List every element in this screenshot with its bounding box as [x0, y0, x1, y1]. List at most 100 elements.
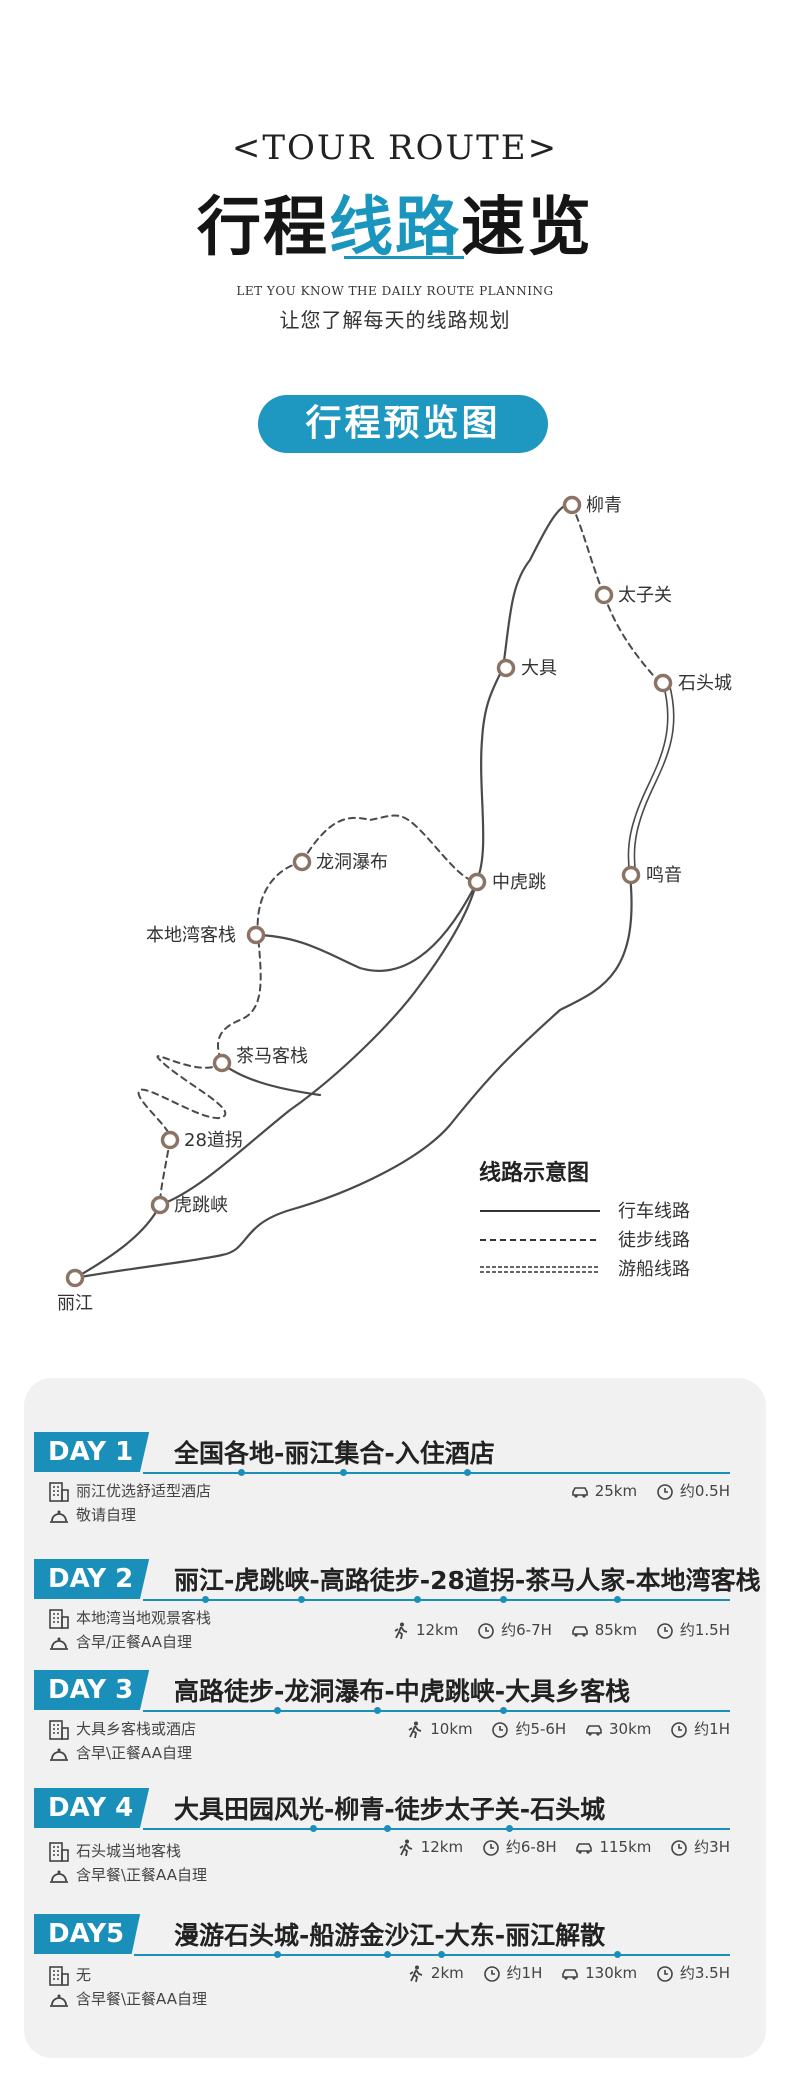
- hotel-text: 本地湾当地观景客栈: [76, 1609, 212, 1627]
- title-dot: [340, 1469, 347, 1476]
- day-underline: [134, 1954, 730, 1956]
- meal-cloche-icon: [50, 1510, 68, 1523]
- drive-stat: 130km: [561, 1964, 637, 1983]
- node-dajv: [496, 658, 516, 678]
- route-map: 柳青 太子关 大具 石头城 龙洞瀑布 中虎跳 鸣音 本地湾客栈 茶马客栈 28道…: [57, 495, 732, 1314]
- hike-km: 12km: [415, 1621, 459, 1639]
- hike-stat: 10km: [406, 1720, 473, 1739]
- label-chama: 茶马客栈: [236, 1046, 308, 1067]
- meal-text: 含早餐\正餐AA自理: [76, 1866, 207, 1884]
- time-stat: 约1H: [670, 1718, 730, 1739]
- hike-time: 约5-6H: [515, 1720, 567, 1738]
- hotel-text: 丽江优选舒适型酒店: [76, 1482, 212, 1500]
- meal-cloche-icon: [50, 1870, 68, 1883]
- stats-row: 12km 约6-7H 85km 约1.5H: [378, 1619, 730, 1640]
- subtitle-en: LET YOU KNOW THE DAILY ROUTE PLANNING: [236, 284, 554, 298]
- hike-km: 12km: [420, 1838, 464, 1856]
- car-icon: [571, 1625, 588, 1637]
- boat-route-a: [627, 682, 669, 876]
- car-icon: [571, 1486, 588, 1498]
- drive-km: 25km: [594, 1482, 638, 1500]
- day-badge: DAY5: [34, 1914, 141, 1954]
- title-dot: [438, 1951, 445, 1958]
- hike-stat: 2km: [407, 1964, 464, 1983]
- hike-time-stat: 约5-6H: [491, 1718, 566, 1739]
- node-28: [160, 1130, 180, 1150]
- clock-icon: [478, 1622, 494, 1639]
- drive-stat: 30km: [585, 1720, 651, 1739]
- meal-cloche-icon: [50, 1748, 68, 1761]
- label-taiziguan: 太子关: [618, 585, 672, 606]
- label-hutiaoxia: 虎跳峡: [174, 1195, 228, 1216]
- clock-icon: [483, 1839, 499, 1856]
- title-dot: [506, 1825, 513, 1832]
- hike-stat: 12km: [392, 1621, 458, 1640]
- clock-icon: [492, 1721, 509, 1738]
- hotel-text: 无: [76, 1966, 92, 1984]
- time-stat: 约0.5H: [656, 1480, 730, 1501]
- title-dot: [384, 1951, 391, 1958]
- drive-km: 85km: [594, 1621, 638, 1639]
- clock-icon: [657, 1483, 673, 1500]
- day-badge: DAY 1: [34, 1432, 150, 1472]
- building-icon: [49, 1719, 69, 1740]
- car-icon: [562, 1968, 578, 1980]
- hike-time: 约1H: [506, 1964, 543, 1982]
- label-lijiang: 丽江: [57, 1293, 93, 1314]
- day-badge: DAY 2: [34, 1559, 150, 1599]
- title-dot: [464, 1469, 471, 1476]
- day-title: 全国各地-丽江集合-入住酒店: [174, 1439, 495, 1468]
- title-dot: [310, 1825, 317, 1832]
- drive-time: 约0.5H: [679, 1482, 730, 1500]
- title-underline: [344, 256, 464, 259]
- title-dot: [614, 1951, 621, 1958]
- building-icon: [49, 1965, 69, 1986]
- drive-stat: 115km: [575, 1838, 651, 1857]
- title-cn: 行程线路速览: [0, 176, 790, 268]
- subtitle-cn: 让您了解每天的线路规划: [279, 308, 511, 332]
- meal-row: 含早/正餐AA自理: [48, 1631, 192, 1653]
- day-2: DAY 2 丽江-虎跳峡-高路徒步-28道拐-茶马人家-本地湾客栈 本地湾当地观…: [34, 1559, 761, 1651]
- meal-text: 敬请自理: [76, 1506, 137, 1524]
- node-hutiaoxia: [150, 1195, 170, 1215]
- clock-icon: [483, 1965, 500, 1982]
- hike-time-stat: 约1H: [483, 1962, 543, 1983]
- title-cn-part-b: 线路: [329, 191, 461, 265]
- hike-time: 约6-8H: [505, 1838, 557, 1856]
- meal-row: 含早餐\正餐AA自理: [48, 1864, 207, 1886]
- day-4: DAY 4 大具田园风光-柳青-徒步太子关-石头城 石头城当地客栈 含早餐\正餐…: [34, 1788, 730, 1884]
- day-badge: DAY 3: [34, 1670, 150, 1710]
- hike-km: 10km: [430, 1720, 473, 1738]
- label-bendiwan: 本地湾客栈: [146, 925, 236, 946]
- legend-title: 线路示意图: [479, 1160, 589, 1186]
- drive-time: 约3.5H: [679, 1964, 730, 1982]
- hike-route-taiziguan: [603, 594, 661, 684]
- title-dot: [298, 1596, 305, 1603]
- drive-time: 约3H: [694, 1838, 730, 1856]
- clock-icon: [671, 1839, 687, 1856]
- boat-route-b: [633, 682, 675, 876]
- day-title: 漫游石头城-船游金沙江-大东-丽江解散: [174, 1921, 606, 1950]
- title-dot: [384, 1825, 391, 1832]
- hike-time-stat: 约6-8H: [482, 1836, 557, 1857]
- hike-route-hutiao: [159, 1139, 171, 1206]
- stats-row: 12km 约6-8H 115km 约3H: [383, 1836, 730, 1857]
- legend-hike-label: 徒步线路: [618, 1230, 690, 1251]
- node-bendiwan: [246, 925, 266, 945]
- hike-route-liuqing: [571, 504, 605, 596]
- meal-row: 敬请自理: [48, 1504, 136, 1526]
- car-icon: [586, 1724, 602, 1736]
- title-dot: [500, 1707, 507, 1714]
- hiker-icon: [409, 1965, 423, 1982]
- title-dot: [614, 1596, 621, 1603]
- node-chama: [212, 1053, 232, 1073]
- day-title: 丽江-虎跳峡-高路徒步-28道拐-茶马人家-本地湾客栈: [174, 1566, 761, 1595]
- drive-km: 115km: [599, 1838, 652, 1856]
- hiker-icon: [399, 1839, 413, 1856]
- title-cn-part-c: 速览: [461, 191, 593, 265]
- hike-time: 约6-7H: [501, 1621, 552, 1639]
- hike-time-stat: 约6-7H: [477, 1619, 552, 1640]
- hotel-text: 石头城当地客栈: [76, 1842, 182, 1860]
- drive-stat: 25km: [571, 1482, 637, 1501]
- hiker-icon: [408, 1721, 422, 1738]
